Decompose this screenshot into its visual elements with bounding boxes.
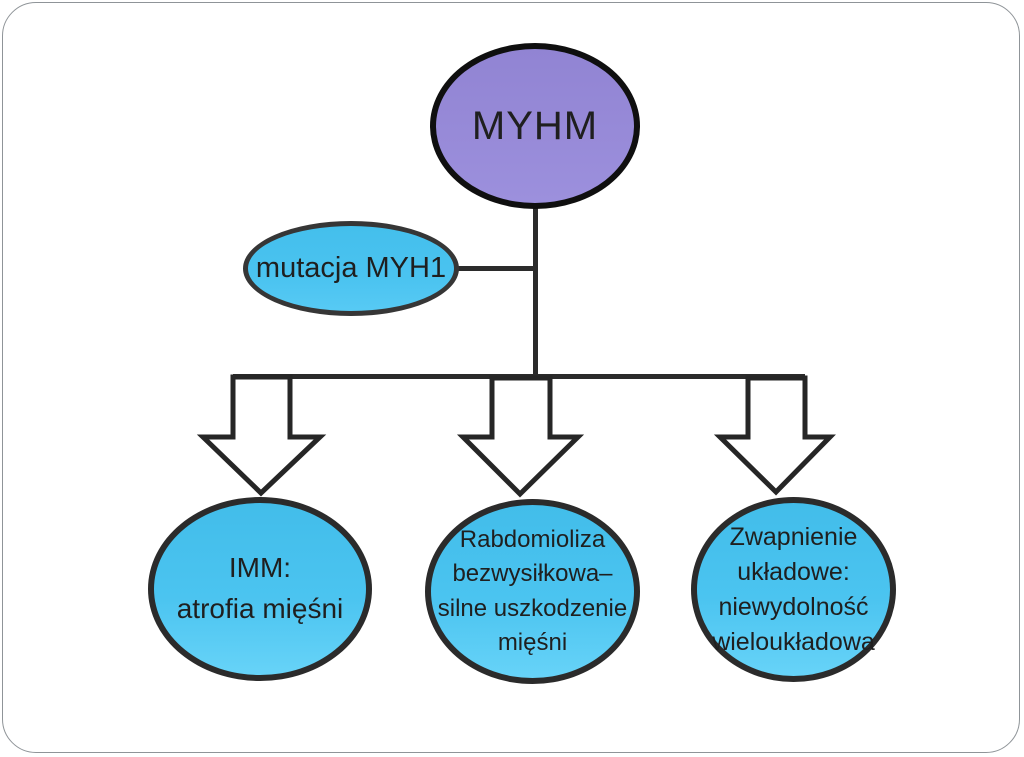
node-imm-atrofia[interactable]: IMM: atrofia mięśni: [148, 497, 372, 681]
node-rabdomioliza-label: Rabdomioliza bezwysiłkowa– silne uszkodz…: [437, 526, 628, 656]
node-zwapnienie-label: Zwapnienie układowe: niewydolność wielou…: [712, 522, 875, 656]
connector-root-vertical: [533, 206, 538, 377]
connector-cause-horizontal: [452, 266, 538, 271]
down-arrow-icon: [713, 375, 836, 496]
node-mutacja-myh1[interactable]: mutacja MYH1: [243, 221, 459, 316]
down-arrow-icon: [456, 375, 585, 498]
node-myhm-label: MYHM: [471, 103, 599, 148]
node-myhm[interactable]: MYHM: [430, 43, 640, 209]
down-arrow-icon: [196, 374, 327, 497]
node-mutacja-myh1-label: mutacja MYH1: [255, 252, 447, 284]
node-zwapnienie[interactable]: Zwapnienie układowe: niewydolność wielou…: [691, 497, 896, 682]
node-rabdomioliza[interactable]: Rabdomioliza bezwysiłkowa– silne uszkodz…: [425, 499, 640, 684]
node-imm-atrofia-label: IMM: atrofia mięśni: [176, 552, 344, 624]
